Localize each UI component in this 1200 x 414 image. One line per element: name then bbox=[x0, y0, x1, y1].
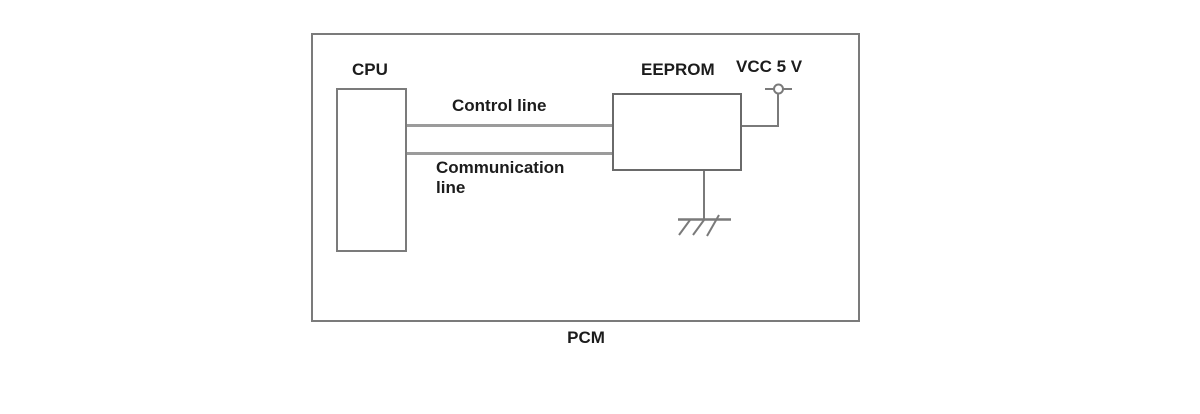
eeprom-label: EEPROM bbox=[641, 60, 715, 79]
communication-line-label: Communication line bbox=[436, 158, 565, 197]
pcm-boundary-box bbox=[311, 33, 860, 322]
cpu-block bbox=[336, 88, 407, 252]
vcc-label: VCC 5 V bbox=[736, 57, 803, 76]
cpu-label: CPU bbox=[352, 60, 388, 79]
pcm-label: PCM bbox=[567, 328, 605, 347]
eeprom-block bbox=[612, 93, 742, 171]
control-line-label: Control line bbox=[452, 96, 547, 115]
